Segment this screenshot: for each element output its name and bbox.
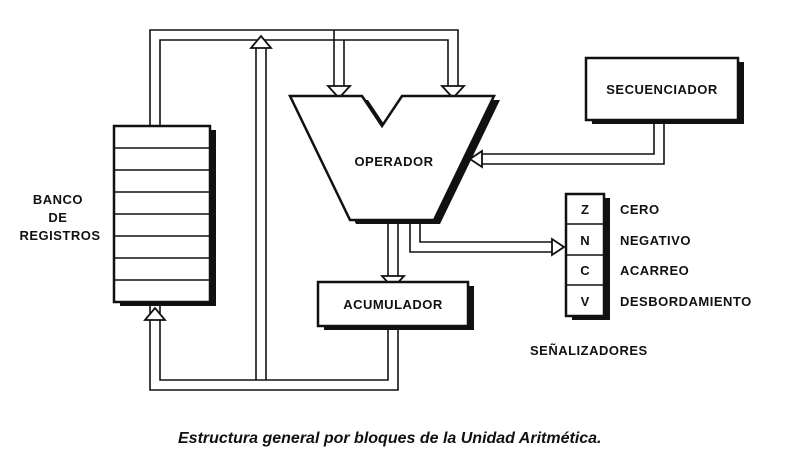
register-bank-label: BANCO DE REGISTROS [19,192,100,243]
sequencer-block [584,56,744,124]
flag-code: C [580,263,590,278]
flag-code: Z [581,202,589,217]
flag-label: NEGATIVO [620,233,691,248]
register-bank [112,124,216,306]
operator-block [288,94,500,224]
accumulator-label: ACUMULADOR [343,297,443,312]
data-bus [149,29,665,391]
sequencer-label: SECUENCIADOR [606,82,718,97]
flags-title: SEÑALIZADORES [530,343,648,358]
figure-caption: Estructura general por bloques de la Uni… [178,430,602,447]
operator-label: OPERADOR [354,154,433,169]
accumulator-block [316,280,474,330]
flag-code: N [580,233,589,248]
flag-label: CERO [620,202,660,217]
flag-labels: CERO NEGATIVO ACARREO DESBORDAMIENTO [620,202,752,309]
bus-arrows [143,34,566,321]
flag-codes: Z N C V [580,202,590,309]
flag-code: V [581,294,590,309]
flags-register [564,192,610,320]
flag-label: DESBORDAMIENTO [620,294,752,309]
flag-label: ACARREO [620,263,689,278]
